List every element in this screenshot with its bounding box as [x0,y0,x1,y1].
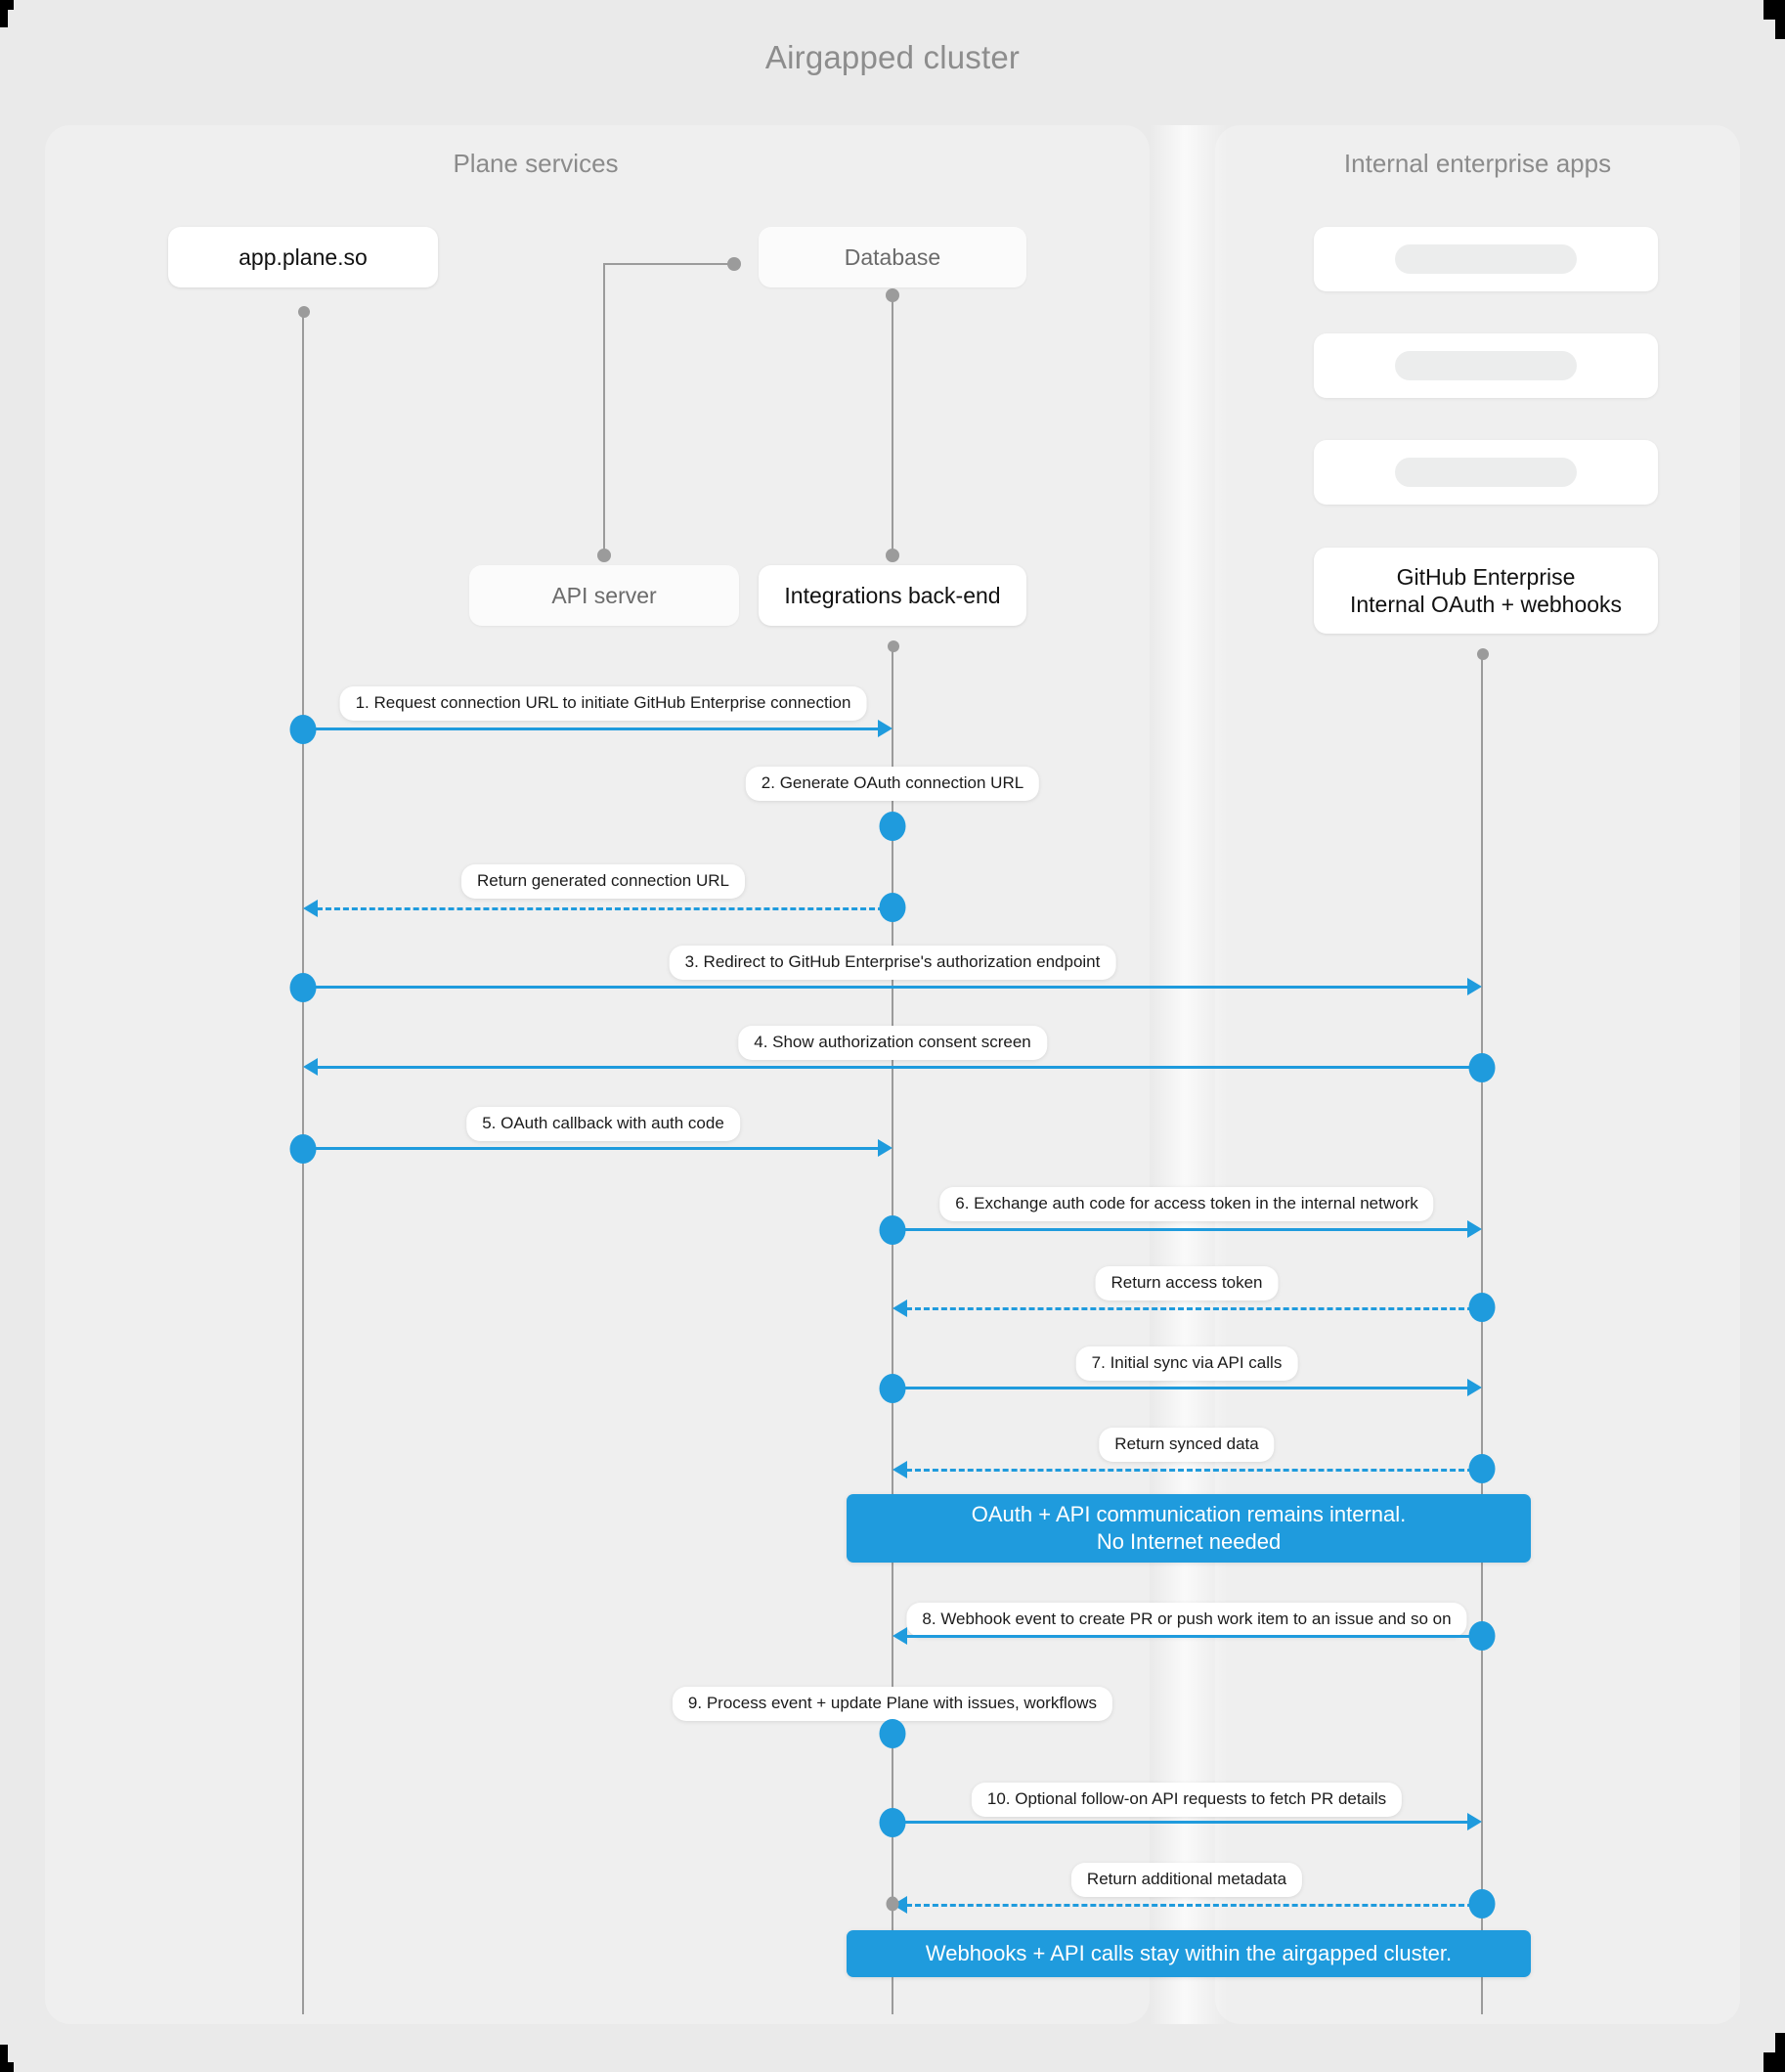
crop-mark-top-right-v [1775,0,1785,39]
node-integrations-backend[interactable]: Integrations back-end [759,565,1026,626]
message-line-7 [892,1228,1467,1231]
message-line-14 [906,1904,1482,1907]
message-line-5 [317,1066,1482,1069]
message-line-3 [317,907,892,910]
node-github-enterprise-label-line1: GitHub Enterprise [1396,563,1576,590]
lifeline-api-server [603,264,605,555]
node-app-plane-so-label: app.plane.so [239,243,368,270]
placeholder-bar [1395,458,1577,487]
lifeline-cap-github-enterprise [1477,648,1489,660]
message-origin-dot-4 [289,973,317,1002]
message-arrowhead-1 [878,720,892,737]
message-line-8 [906,1307,1482,1310]
message-target-dot-14 [886,1896,899,1912]
placeholder-bar [1395,244,1577,274]
message-origin-dot-3 [879,893,906,922]
board-title: Airgapped cluster [764,39,1021,75]
message-arrowhead-7 [1467,1220,1482,1238]
message-origin-dot-8 [1468,1293,1496,1322]
message-arrowhead-9 [1467,1379,1482,1396]
message-origin-dot-7 [879,1215,906,1245]
message-label-5: 4. Show authorization consent screen [738,1026,1047,1060]
message-line-4 [303,986,1467,989]
message-label-12: 9. Process event + update Plane with iss… [672,1687,1113,1721]
message-origin-dot-12 [879,1719,906,1748]
message-label-10: Return synced data [1099,1428,1275,1462]
message-arrowhead-3 [303,900,318,917]
panel-plane-services-title: Plane services [453,149,619,178]
node-github-enterprise[interactable]: GitHub Enterprise Internal OAuth + webho… [1314,548,1658,634]
node-github-enterprise-label-line2: Internal OAuth + webhooks [1349,592,1623,617]
message-origin-dot-10 [1468,1454,1496,1483]
message-origin-dot-9 [879,1374,906,1403]
message-origin-dot-5 [1468,1053,1496,1082]
note-oauth-internal-line1: OAuth + API communication remains intern… [971,1501,1407,1526]
node-api-server-label: API server [551,582,657,608]
node-integrations-backend-label: Integrations back-end [784,582,1001,608]
lifeline-cap-integrations-backend [888,640,899,652]
node-app-plane-so[interactable]: app.plane.so [168,227,438,287]
message-label-2: 2. Generate OAuth connection URL [745,767,1040,801]
message-origin-dot-14 [1468,1889,1496,1918]
message-label-6: 5. OAuth callback with auth code [466,1107,740,1141]
placeholder-bar [1395,351,1577,380]
message-arrowhead-8 [892,1300,907,1317]
message-origin-dot-6 [289,1134,317,1164]
message-arrowhead-10 [892,1461,907,1478]
message-label-11: 8. Webhook event to create PR or push wo… [906,1603,1467,1637]
message-line-6 [303,1147,878,1150]
message-line-10 [906,1469,1482,1472]
message-line-1 [303,727,878,730]
note-oauth-internal: OAuth + API communication remains intern… [847,1494,1531,1563]
message-arrowhead-5 [303,1058,318,1076]
message-origin-dot-1 [289,715,317,744]
message-arrowhead-4 [1467,978,1482,995]
message-label-13: 10. Optional follow-on API requests to f… [971,1783,1403,1817]
message-origin-dot-2 [879,812,906,841]
panel-internal-enterprise-apps-title: Internal enterprise apps [1343,149,1612,178]
message-origin-dot-13 [879,1808,906,1837]
message-arrowhead-13 [1467,1813,1482,1830]
message-line-9 [892,1387,1467,1389]
crop-mark-bottom-right-v [1775,2033,1785,2072]
lifeline-database [892,295,893,555]
message-label-4: 3. Redirect to GitHub Enterprise's autho… [669,946,1116,980]
message-label-14: Return additional metadata [1070,1863,1303,1897]
lifeline-cap-app-plane-so [298,306,310,318]
message-label-8: Return access token [1095,1266,1279,1301]
message-arrowhead-11 [892,1627,907,1645]
note-airgapped-cluster-line1: Webhooks + API calls stay within the air… [925,1940,1453,1965]
node-database[interactable]: Database [759,227,1026,287]
message-label-9: 7. Initial sync via API calls [1075,1346,1298,1381]
placeholder-card-2 [1314,333,1658,398]
message-origin-dot-11 [1468,1621,1496,1651]
message-line-11 [906,1635,1482,1638]
message-label-7: 6. Exchange auth code for access token i… [939,1187,1434,1221]
placeholder-card-1 [1314,227,1658,291]
crop-mark-top-left-v [0,0,8,27]
crop-mark-bottom-left-v [0,2045,8,2072]
lifeline-github-enterprise [1481,653,1483,2014]
node-database-label: Database [844,243,941,270]
message-arrowhead-6 [878,1139,892,1157]
note-airgapped-cluster: Webhooks + API calls stay within the air… [847,1930,1531,1977]
note-oauth-internal-line2: No Internet needed [1096,1529,1282,1554]
message-label-1: 1. Request connection URL to initiate Gi… [339,686,867,721]
message-line-13 [892,1821,1467,1824]
lifeline-integrations-backend [892,645,893,2014]
node-api-server[interactable]: API server [469,565,739,626]
placeholder-card-3 [1314,440,1658,505]
message-label-3: Return generated connection URL [461,864,745,899]
